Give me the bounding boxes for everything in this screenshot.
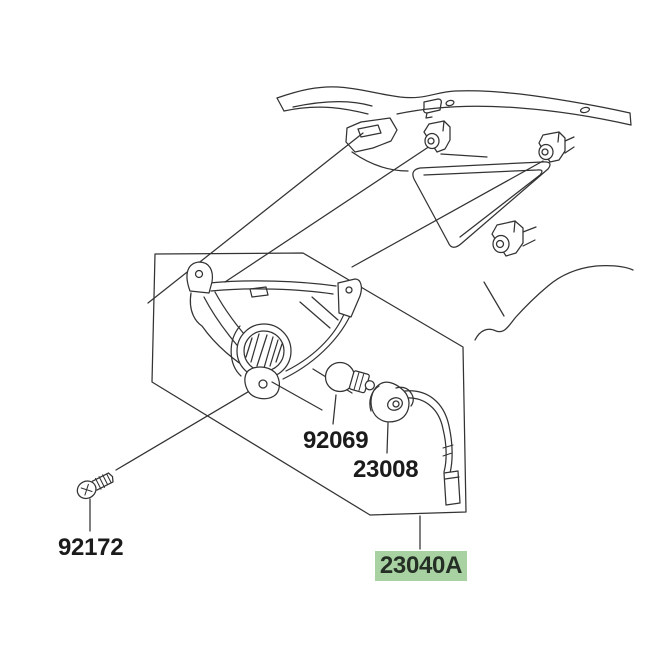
lamp-top-bar-outer	[208, 280, 337, 287]
grommet-b-hole	[541, 148, 549, 156]
cowl-grommet-c	[491, 220, 537, 257]
part-number-label-assembly-highlighted[interactable]: 23040A	[375, 551, 467, 581]
grommet-a-hole	[427, 137, 435, 145]
lamp-top-bar-inner	[210, 288, 334, 295]
wire-connector	[443, 470, 461, 506]
tail-cowl	[276, 86, 634, 341]
bulb	[324, 361, 375, 394]
socket-inner-ring	[387, 397, 403, 411]
wire-inner	[405, 397, 447, 473]
cowl-grommet-b	[538, 131, 575, 163]
socket-barrel	[395, 386, 414, 407]
leader-bulb-label	[332, 394, 337, 425]
part-number-label-socket[interactable]: 23008	[353, 456, 419, 483]
leader-grommet-b-to-lamp	[351, 160, 544, 268]
wire-connector-cap	[444, 476, 460, 480]
leader-lines	[89, 132, 544, 550]
lamp-left-bracket-hole	[194, 269, 204, 279]
lamp-right-bracket	[337, 278, 362, 318]
part-number-label-screw[interactable]: 92172	[58, 534, 124, 561]
leader-grommet-c	[483, 281, 505, 317]
lamp-bottom-tab-hole	[258, 379, 268, 389]
lamp-lens-hatching	[245, 333, 283, 369]
grommet-b-clip-fold	[557, 131, 560, 143]
cowl-band-bottom-edge-left	[283, 106, 369, 115]
lamp-lens-flange	[230, 325, 242, 377]
assembly-group-outline	[151, 252, 467, 516]
grommet-a-body	[424, 132, 440, 150]
screw-head-cross	[80, 483, 93, 496]
cowl-side-panel-edge	[474, 265, 634, 341]
grommet-b-body	[538, 143, 554, 161]
wiring-harness	[404, 390, 461, 506]
cowl-band-top-edge	[276, 86, 631, 114]
socket-contact	[392, 400, 400, 408]
bulb-base-ribs	[353, 372, 365, 392]
grommet-b-arms	[564, 136, 575, 154]
cowl-slot	[423, 98, 442, 114]
cowl-band-crease	[292, 101, 373, 108]
cowl-grommet-a	[423, 120, 451, 153]
part-number-label-bulb[interactable]: 92069	[303, 427, 369, 454]
cowl-grommet-a-crease	[440, 153, 488, 158]
cowl-corner-bracket	[345, 117, 398, 153]
grommet-c-body	[492, 234, 510, 254]
grommet-c-arms	[522, 226, 537, 247]
cowl-hole-left	[445, 99, 455, 107]
grommet-a-clip-fold	[442, 120, 445, 132]
cowl-corner-lower-edge	[351, 151, 409, 172]
leader-grommet-a-to-lamp	[224, 145, 431, 283]
cowl-band-right-end	[629, 112, 632, 126]
lamp-reflector-fold-2	[311, 296, 339, 321]
wire-outer	[404, 390, 453, 474]
screw-shaft	[91, 472, 114, 491]
cowl-band-left-tip	[276, 97, 285, 112]
socket-rim	[369, 385, 380, 412]
socket-body	[370, 381, 410, 423]
cowl-corner-slot	[357, 124, 382, 138]
cowl-triangle-outer	[412, 161, 551, 248]
wire-kink-marks	[442, 444, 454, 457]
bulb-socket	[369, 381, 414, 423]
leader-cowl-corner-to-lamp	[147, 132, 364, 304]
lamp-right-bracket-hole	[345, 286, 353, 294]
leader-screw-to-lamp	[115, 385, 259, 471]
lamp-reflector-fold-1	[299, 301, 331, 329]
lamp-top-bar-tab	[249, 286, 269, 298]
cowl-band-bottom-edge-right	[396, 105, 632, 126]
tail-light-unit	[186, 261, 362, 400]
cowl-hole-right	[579, 106, 591, 114]
lamp-left-edge	[189, 292, 253, 372]
lamp-bottom-tab	[244, 366, 281, 400]
screw-threads	[94, 473, 112, 490]
grommet-c-hole	[495, 239, 505, 249]
grommet-c-clip-fold	[513, 220, 516, 233]
screw	[76, 472, 114, 500]
leader-socket-label	[386, 422, 389, 454]
cowl-triangle-inner	[423, 169, 543, 238]
cowl-slot-notch	[425, 112, 433, 119]
bulb-base-tip	[364, 380, 375, 391]
